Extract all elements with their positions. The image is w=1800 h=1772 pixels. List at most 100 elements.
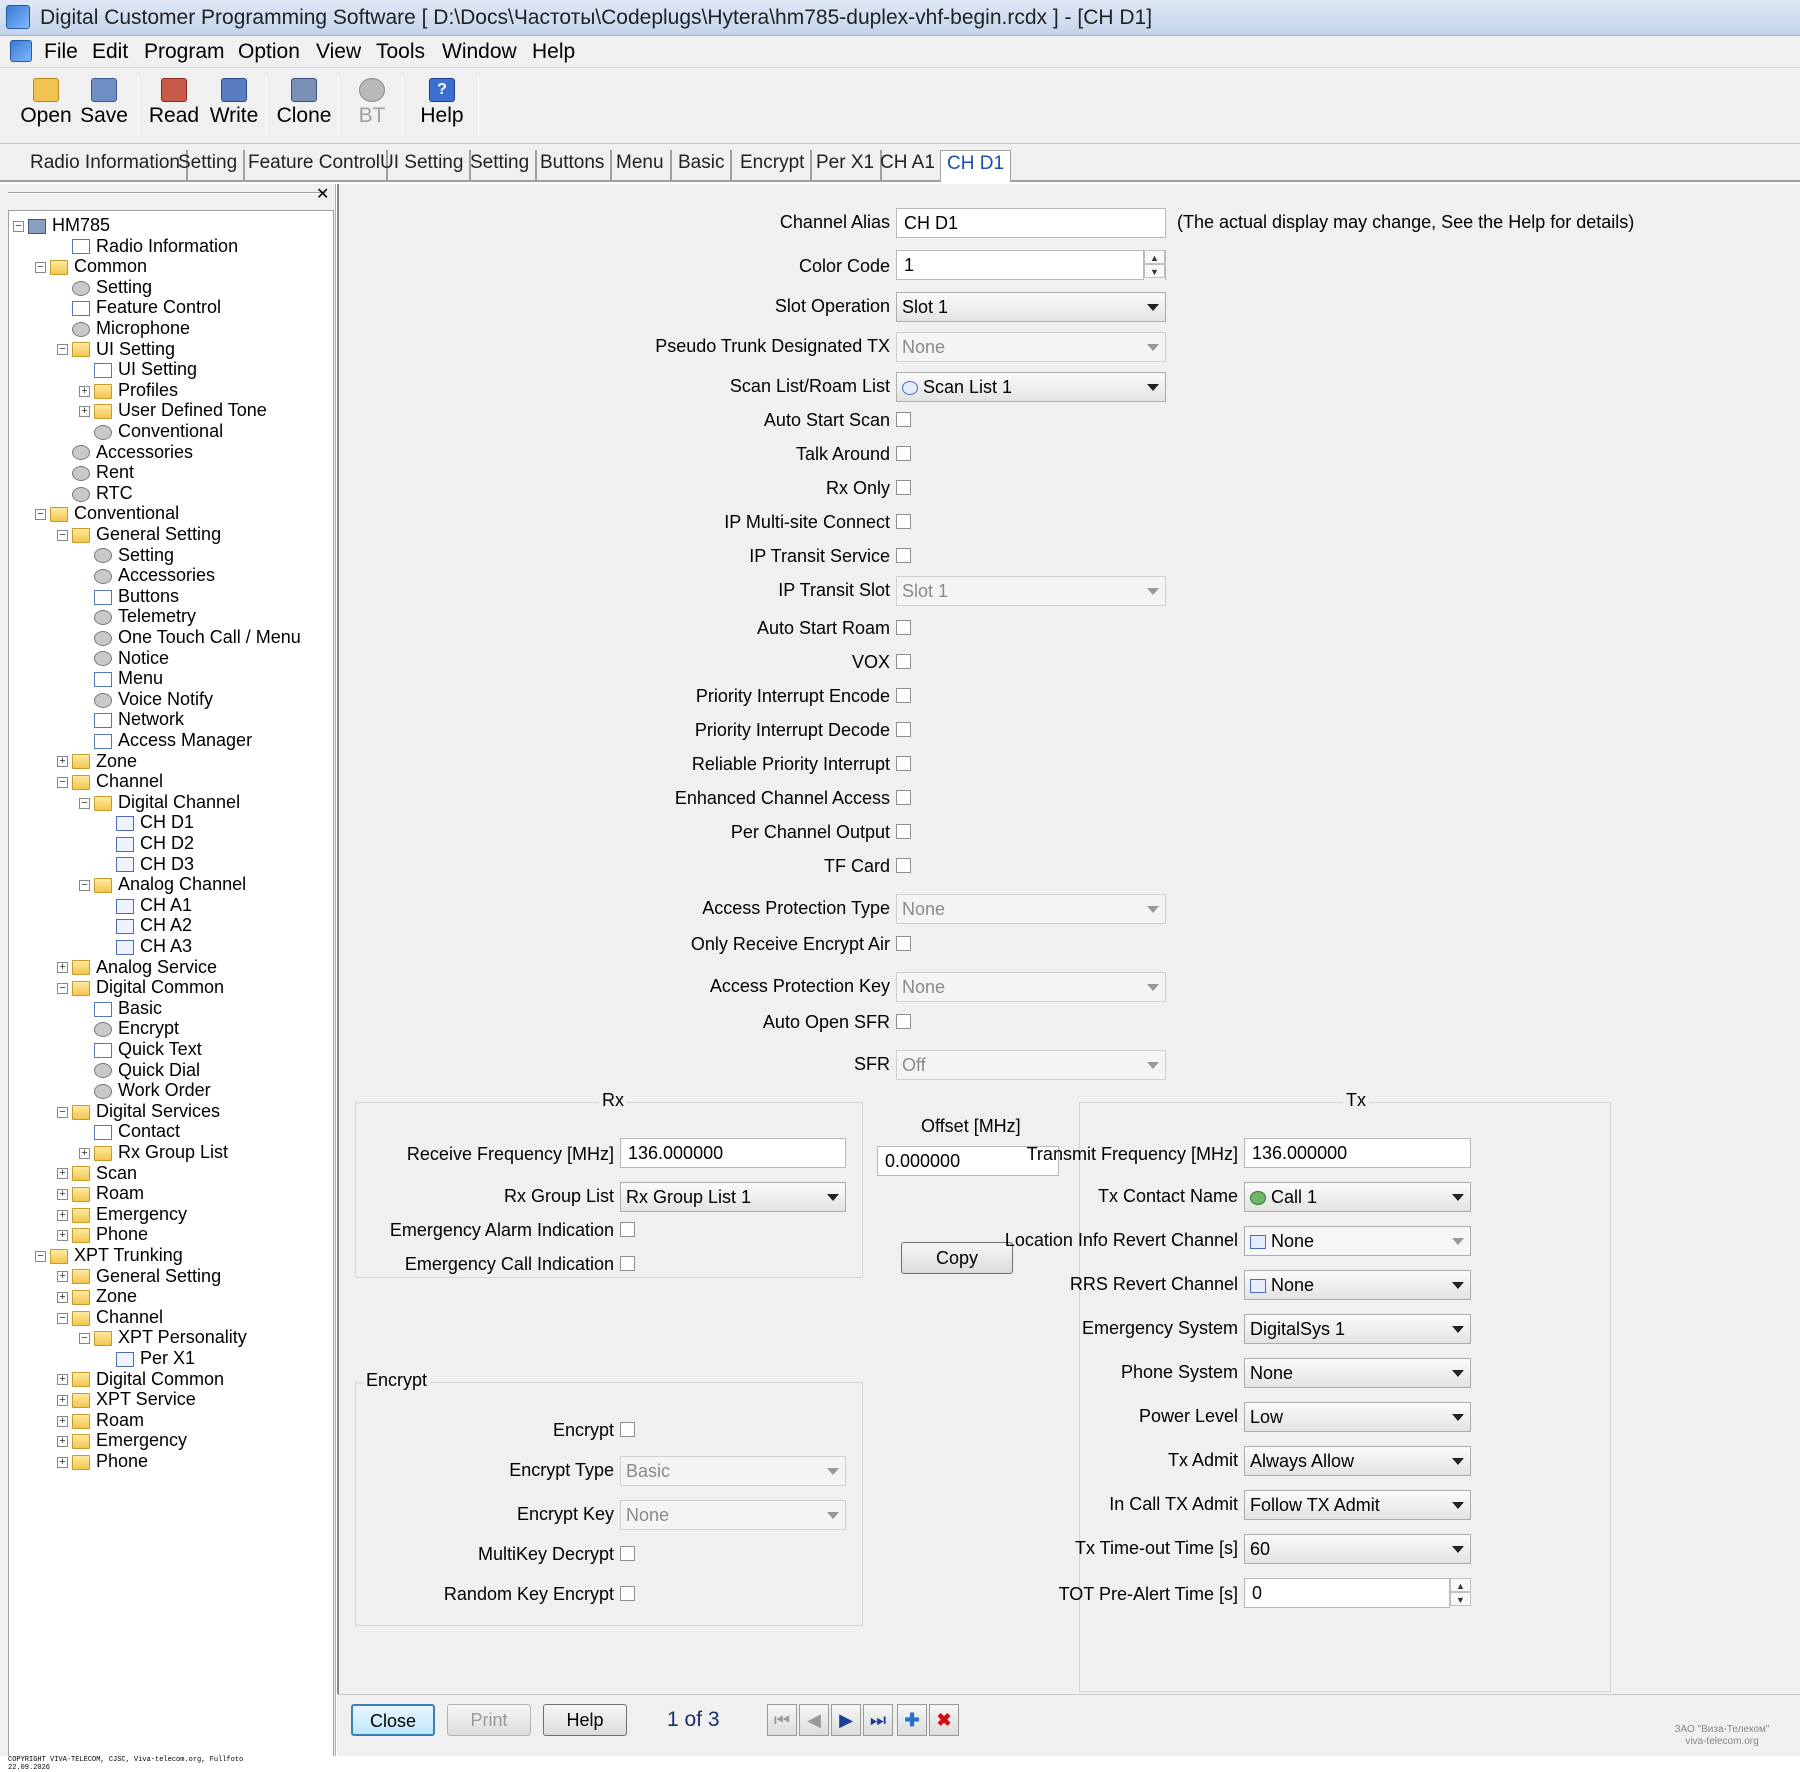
sfr-select[interactable]: Off — [896, 1050, 1166, 1080]
digital-services-node[interactable]: −Digital Services — [57, 1101, 220, 1124]
panel-grip[interactable] — [8, 192, 326, 194]
rx-only-checkbox[interactable] — [896, 480, 911, 495]
rtc-node[interactable]: RTC — [57, 483, 133, 506]
read-button[interactable]: Read — [146, 72, 202, 140]
expand-icon[interactable]: + — [57, 1188, 68, 1200]
add-icon[interactable]: ✚ — [897, 1704, 927, 1736]
close-button[interactable]: Close — [351, 1704, 435, 1736]
conv-accessories-node[interactable]: Accessories — [79, 565, 215, 588]
multikey-checkbox[interactable] — [620, 1546, 635, 1561]
menu-node[interactable]: Menu — [79, 668, 163, 691]
conv-setting-node[interactable]: Setting — [79, 545, 174, 568]
clone-button[interactable]: Clone — [272, 72, 336, 140]
auto-start-scan-checkbox[interactable] — [896, 412, 911, 427]
loc-revert-select[interactable]: None — [1244, 1226, 1471, 1256]
prio-encode-checkbox[interactable] — [896, 688, 911, 703]
per-channel-output-checkbox[interactable] — [896, 824, 911, 839]
prio-decode-checkbox[interactable] — [896, 722, 911, 737]
conventional-ui-node[interactable]: Conventional — [79, 421, 223, 444]
expand-icon[interactable]: + — [57, 1374, 68, 1386]
slot-operation-select[interactable]: Slot 1 — [896, 292, 1166, 322]
common-node[interactable]: −Common — [35, 256, 147, 279]
power-level-select[interactable]: Low — [1244, 1402, 1471, 1432]
tx-timeout-select[interactable]: 60 — [1244, 1534, 1471, 1564]
collapse-icon[interactable]: − — [35, 261, 46, 273]
collapse-icon[interactable]: − — [57, 1312, 68, 1324]
tab-radio-information[interactable]: Radio Information — [24, 150, 188, 180]
tab-feature-control[interactable]: Feature Control — [242, 150, 389, 180]
collapse-icon[interactable]: − — [57, 344, 68, 356]
roam-node[interactable]: +Roam — [57, 1183, 144, 1206]
expand-icon[interactable]: + — [79, 406, 90, 418]
print-button[interactable]: Print — [447, 1704, 531, 1736]
access-manager-node[interactable]: Access Manager — [79, 730, 252, 753]
collapse-icon[interactable]: − — [79, 1333, 90, 1345]
notice-node[interactable]: Notice — [79, 648, 169, 671]
tab-basic[interactable]: Basic — [672, 150, 733, 180]
expand-icon[interactable]: + — [57, 756, 68, 768]
tab-buttons[interactable]: Buttons — [534, 150, 613, 180]
conventional-node[interactable]: −Conventional — [35, 503, 179, 526]
per-x1-node[interactable]: Per X1 — [101, 1348, 195, 1371]
collapse-icon[interactable]: − — [79, 879, 90, 891]
only-rx-encrypt-checkbox[interactable] — [896, 936, 911, 951]
pseudo-trunk-select[interactable]: None — [896, 332, 1166, 362]
ui-setting-node[interactable]: UI Setting — [79, 359, 197, 382]
encrypt-type-select[interactable]: Basic — [620, 1456, 846, 1486]
ip-transit-slot-select[interactable]: Slot 1 — [896, 576, 1166, 606]
collapse-icon[interactable]: − — [35, 1250, 46, 1262]
menu-view[interactable]: View — [316, 40, 362, 63]
phone-node[interactable]: +Phone — [57, 1224, 148, 1247]
ch-a3-node[interactable]: CH A3 — [101, 936, 192, 959]
expand-icon[interactable]: + — [57, 1456, 68, 1468]
analog-channel-node[interactable]: −Analog Channel — [79, 874, 246, 897]
auto-start-roam-checkbox[interactable] — [896, 620, 911, 635]
channel-alias-input[interactable]: CH D1 — [896, 208, 1166, 238]
xpt-zone-node[interactable]: +Zone — [57, 1286, 137, 1309]
digital-common-node[interactable]: −Digital Common — [57, 977, 224, 1000]
write-button[interactable]: Write — [204, 72, 264, 140]
xpt-emergency-node[interactable]: +Emergency — [57, 1430, 187, 1453]
rent-node[interactable]: Rent — [57, 462, 134, 485]
expand-icon[interactable]: + — [57, 1415, 68, 1427]
xpt-personality-node[interactable]: −XPT Personality — [79, 1327, 247, 1350]
help-bottom-button[interactable]: Help — [543, 1704, 627, 1736]
accessories-node[interactable]: Accessories — [57, 442, 193, 465]
menu-file[interactable]: File — [44, 40, 78, 63]
close-panel-icon[interactable]: ✕ — [316, 186, 330, 203]
expand-icon[interactable]: + — [57, 1271, 68, 1283]
tab-menu[interactable]: Menu — [610, 150, 672, 180]
xpt-service-node[interactable]: +XPT Service — [57, 1389, 196, 1412]
digital-channel-node[interactable]: −Digital Channel — [79, 792, 240, 815]
zone-node[interactable]: +Zone — [57, 751, 137, 774]
offset-input[interactable]: 0.000000 — [877, 1146, 1059, 1176]
copy-button[interactable]: Copy — [901, 1242, 1013, 1274]
rrs-revert-select[interactable]: None — [1244, 1270, 1471, 1300]
tab-ui-setting[interactable]: UI Setting — [374, 150, 472, 180]
ip-multisite-checkbox[interactable] — [896, 514, 911, 529]
tab-per-x1[interactable]: Per X1 — [810, 150, 883, 180]
analog-service-node[interactable]: +Analog Service — [57, 957, 217, 980]
radio-information-node[interactable]: Radio Information — [57, 236, 238, 259]
menu-program[interactable]: Program — [144, 40, 225, 63]
collapse-icon[interactable]: − — [57, 1106, 68, 1118]
xpt-general-setting-node[interactable]: +General Setting — [57, 1266, 221, 1289]
collapse-icon[interactable]: − — [35, 509, 46, 521]
emerg-alarm-checkbox[interactable] — [620, 1222, 635, 1237]
access-prot-key-select[interactable]: None — [896, 972, 1166, 1002]
collapse-icon[interactable]: − — [57, 529, 68, 541]
tab-ch-d1[interactable]: CH D1 — [940, 150, 1012, 182]
reliable-prio-checkbox[interactable] — [896, 756, 911, 771]
open-button[interactable]: Open — [16, 72, 76, 140]
one-touch-call-node[interactable]: One Touch Call / Menu — [79, 627, 301, 650]
setting-node[interactable]: Setting — [57, 277, 152, 300]
last-page-icon[interactable]: ⏭ — [863, 1704, 893, 1736]
basic-node[interactable]: Basic — [79, 998, 162, 1021]
buttons-node[interactable]: Buttons — [79, 586, 179, 609]
random-key-checkbox[interactable] — [620, 1586, 635, 1601]
access-prot-type-select[interactable]: None — [896, 894, 1166, 924]
ch-a2-node[interactable]: CH A2 — [101, 915, 192, 938]
menu-edit[interactable]: Edit — [92, 40, 129, 63]
quick-text-node[interactable]: Quick Text — [79, 1039, 202, 1062]
expand-icon[interactable]: + — [57, 1291, 68, 1303]
